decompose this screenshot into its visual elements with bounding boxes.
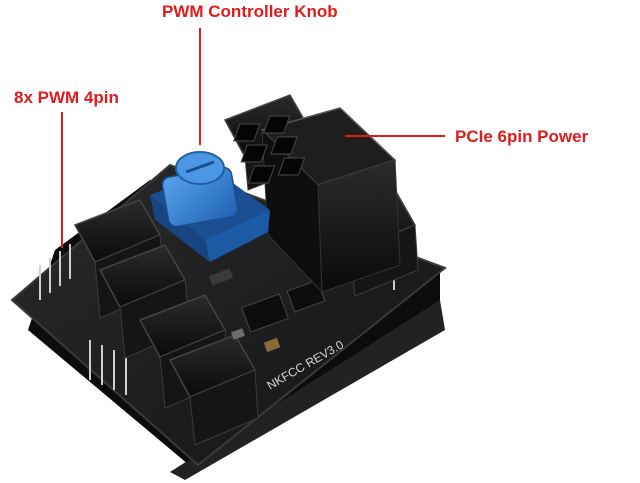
- callout-pwm-headers: 8x PWM 4pin: [14, 88, 119, 107]
- board-edge: [170, 300, 445, 480]
- fan-header-4: [168, 334, 259, 446]
- callout-pwm-controller-knob: PWM Controller Knob: [162, 2, 338, 21]
- potentiometer-knob-icon: [150, 151, 270, 262]
- callout-lines: [61, 28, 445, 248]
- callout-pcie-power: PCIe 6pin Power: [455, 127, 589, 146]
- pcie-connector: [232, 107, 401, 294]
